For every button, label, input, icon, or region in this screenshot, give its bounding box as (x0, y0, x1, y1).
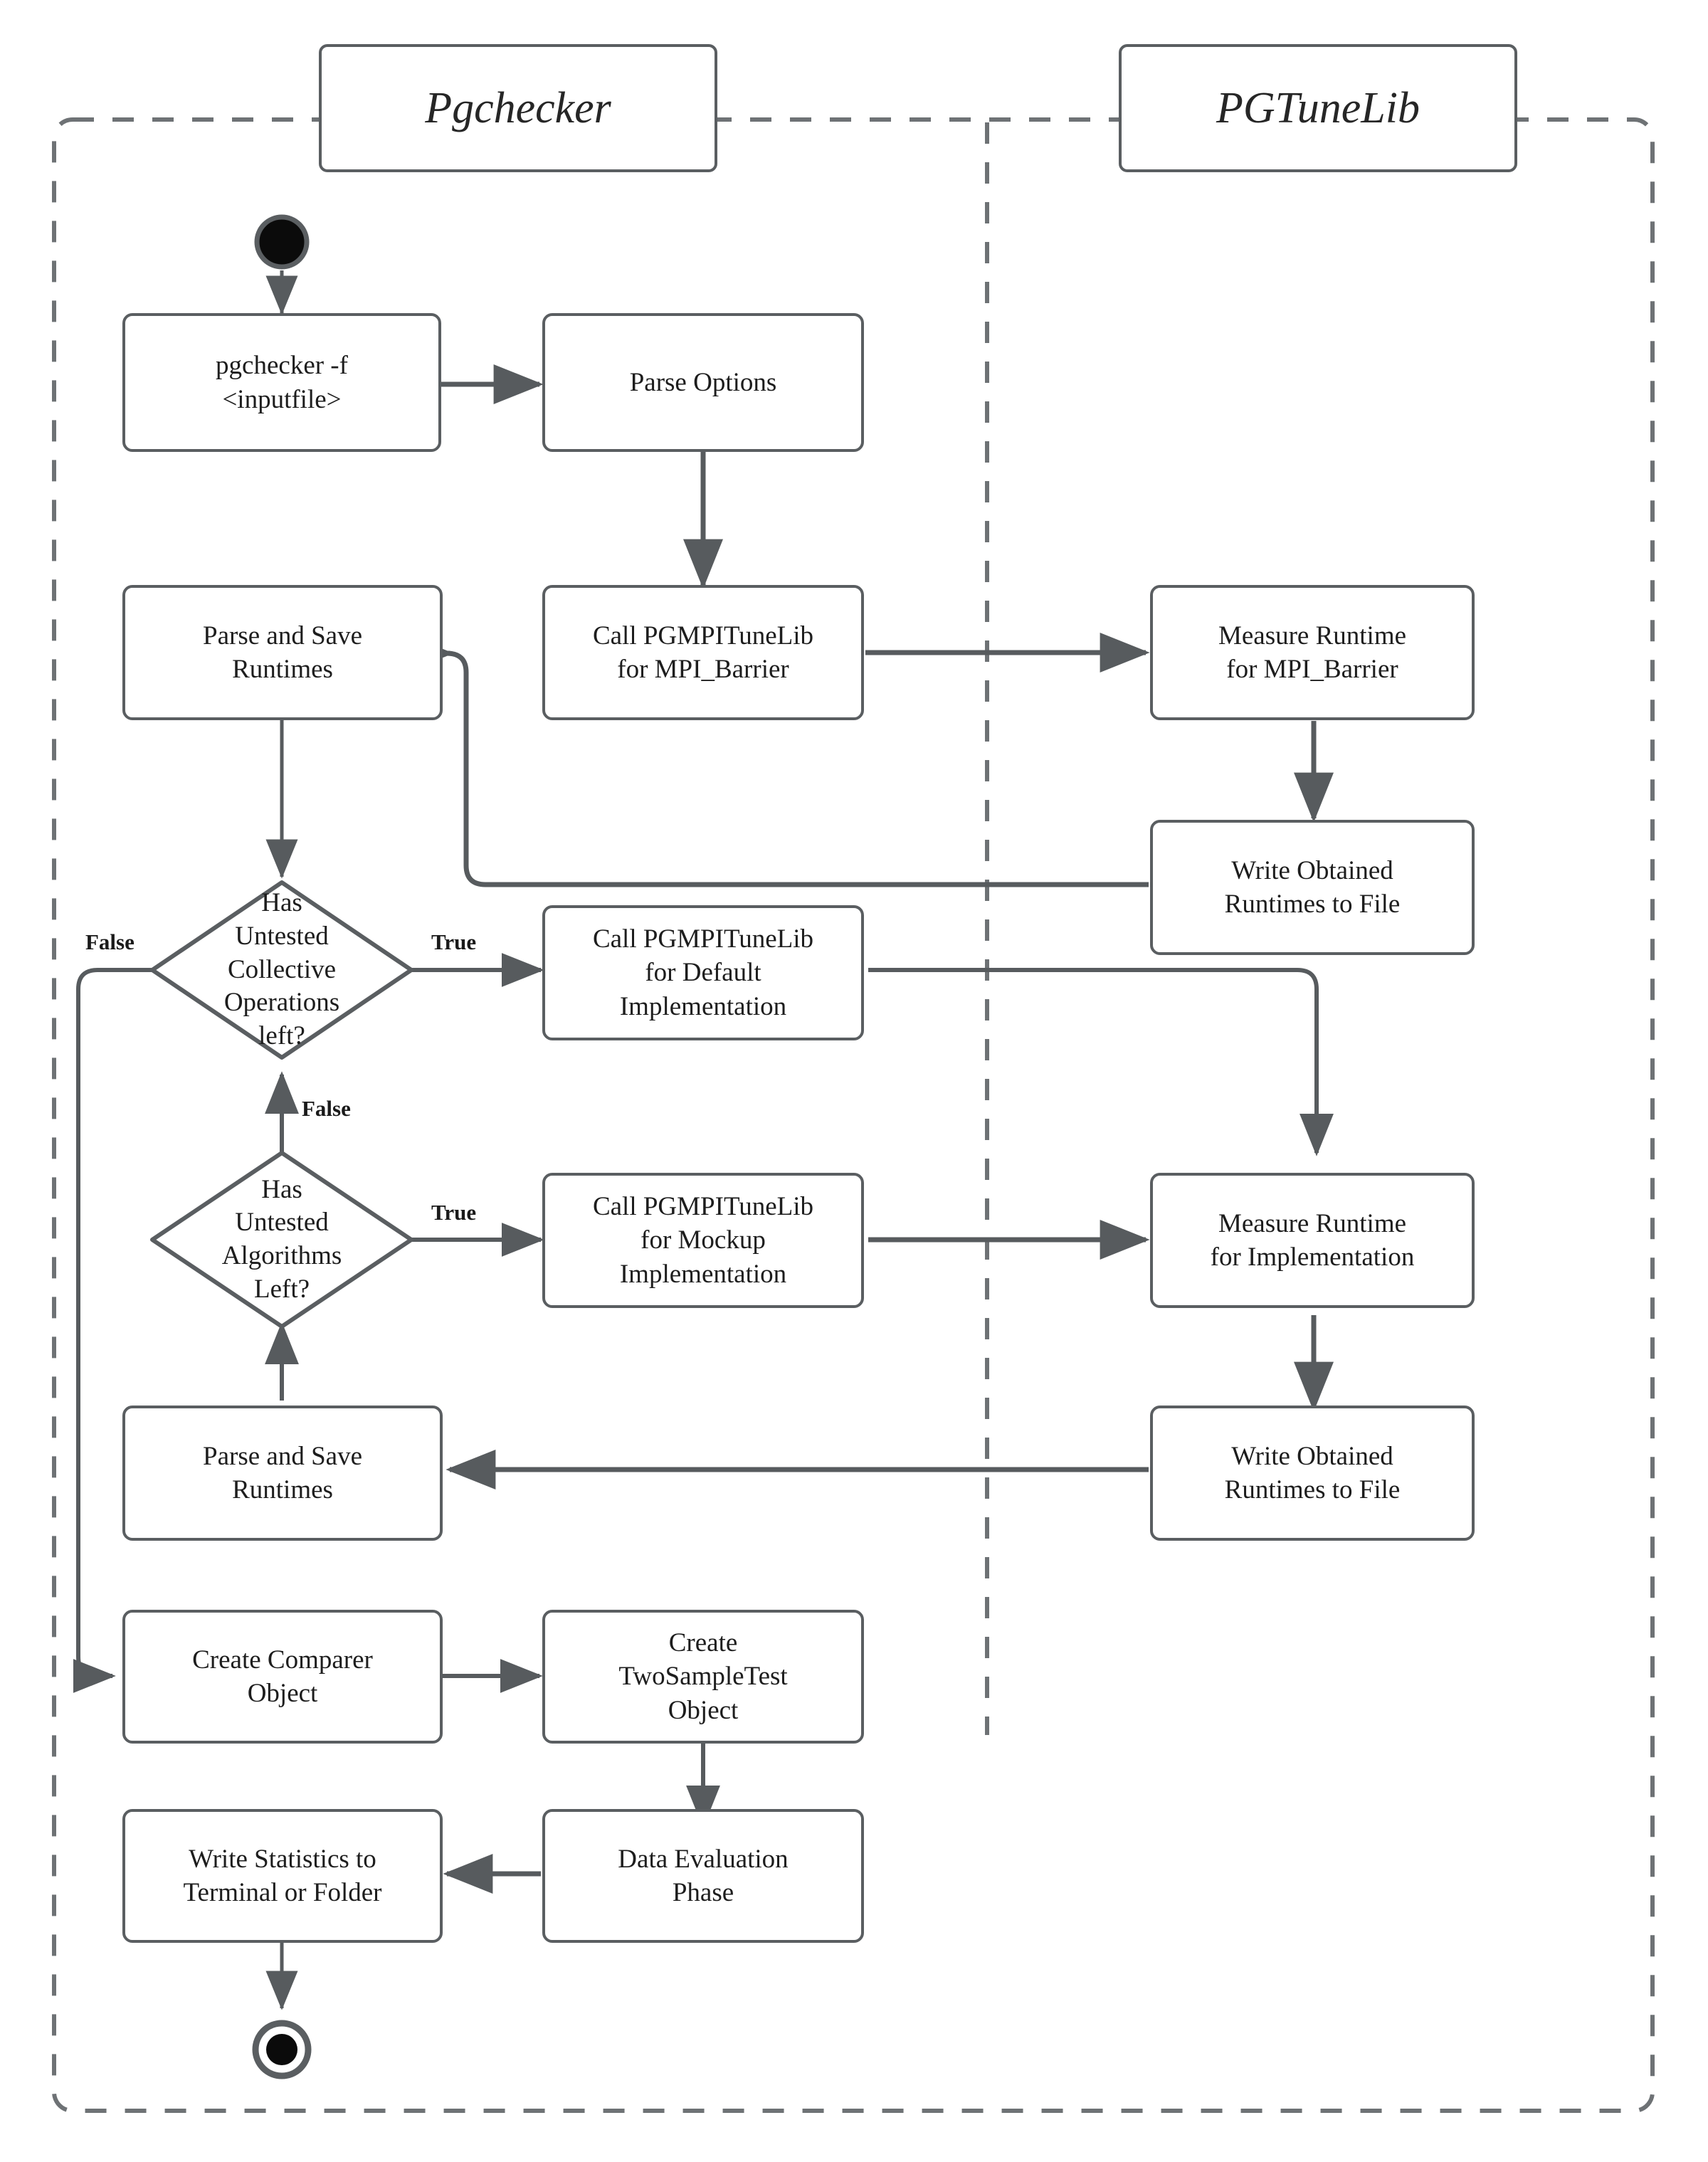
final-node-inner-dot (266, 2034, 297, 2065)
edge-label-algorithms-true: True (431, 1200, 477, 1225)
node-measure-runtime-for-implementation[interactable]: Measure Runtime for Implementation (1150, 1173, 1475, 1308)
decision-collective-operations[interactable]: Has Untested Collective Operations left? (152, 882, 411, 1058)
node-call-pgmpitunelib-default-implementation[interactable]: Call PGMPITuneLib for Default Implementa… (542, 905, 864, 1040)
lane-header-pgchecker-label: Pgchecker (425, 83, 611, 132)
diagram-outer-frame (52, 117, 1655, 2113)
decision-collective-operations-label: Has Untested Collective Operations left? (223, 888, 340, 1050)
edge-label-collective-false: False (85, 929, 135, 954)
node-parse-and-save-runtimes-1[interactable]: Parse and Save Runtimes (122, 585, 443, 720)
edge-label-collective-true: True (431, 929, 477, 954)
node-create-comparer-object[interactable]: Create Comparer Object (122, 1610, 443, 1744)
node-measure-runtime-mpi-barrier[interactable]: Measure Runtime for MPI_Barrier (1150, 585, 1475, 720)
initial-node (254, 214, 310, 270)
node-write-obtained-runtimes-to-file-2[interactable]: Write Obtained Runtimes to File (1150, 1406, 1475, 1541)
node-pgchecker-command[interactable]: pgchecker -f <inputfile> (122, 313, 441, 452)
node-parse-options[interactable]: Parse Options (542, 313, 864, 452)
edge-label-algorithms-false: False (302, 1096, 351, 1121)
node-data-evaluation-phase[interactable]: Data Evaluation Phase (542, 1809, 864, 1943)
edge-decision-collective-false (73, 968, 152, 1693)
node-call-pgmpitunelib-mockup-implementation[interactable]: Call PGMPITuneLib for Mockup Implementat… (542, 1173, 864, 1308)
node-parse-and-save-runtimes-2[interactable]: Parse and Save Runtimes (122, 1406, 443, 1541)
decision-algorithms-shape[interactable] (150, 1151, 413, 1329)
node-call-pgmpitunelib-mpi-barrier[interactable]: Call PGMPITuneLib for MPI_Barrier (542, 585, 864, 720)
lane-header-pgchecker: Pgchecker (319, 44, 717, 172)
node-write-statistics[interactable]: Write Statistics to Terminal or Folder (122, 1809, 443, 1943)
edge-call-default-to-measure-impl (868, 968, 1334, 1156)
node-write-obtained-runtimes-to-file-1[interactable]: Write Obtained Runtimes to File (1150, 820, 1475, 955)
decision-untested-algorithms[interactable]: Has Untested Algorithms Left? (152, 1153, 411, 1327)
node-create-twosampletest-object[interactable]: Create TwoSampleTest Object (542, 1610, 864, 1744)
lane-header-pgtunelib: PGTuneLib (1119, 44, 1517, 172)
decision-collective-shape[interactable] (150, 880, 413, 1060)
lane-header-pgtunelib-label: PGTuneLib (1216, 83, 1420, 132)
decision-untested-algorithms-label: Has Untested Algorithms Left? (221, 1174, 342, 1304)
edge-write-runtimes-to-parse-save (404, 633, 1149, 887)
